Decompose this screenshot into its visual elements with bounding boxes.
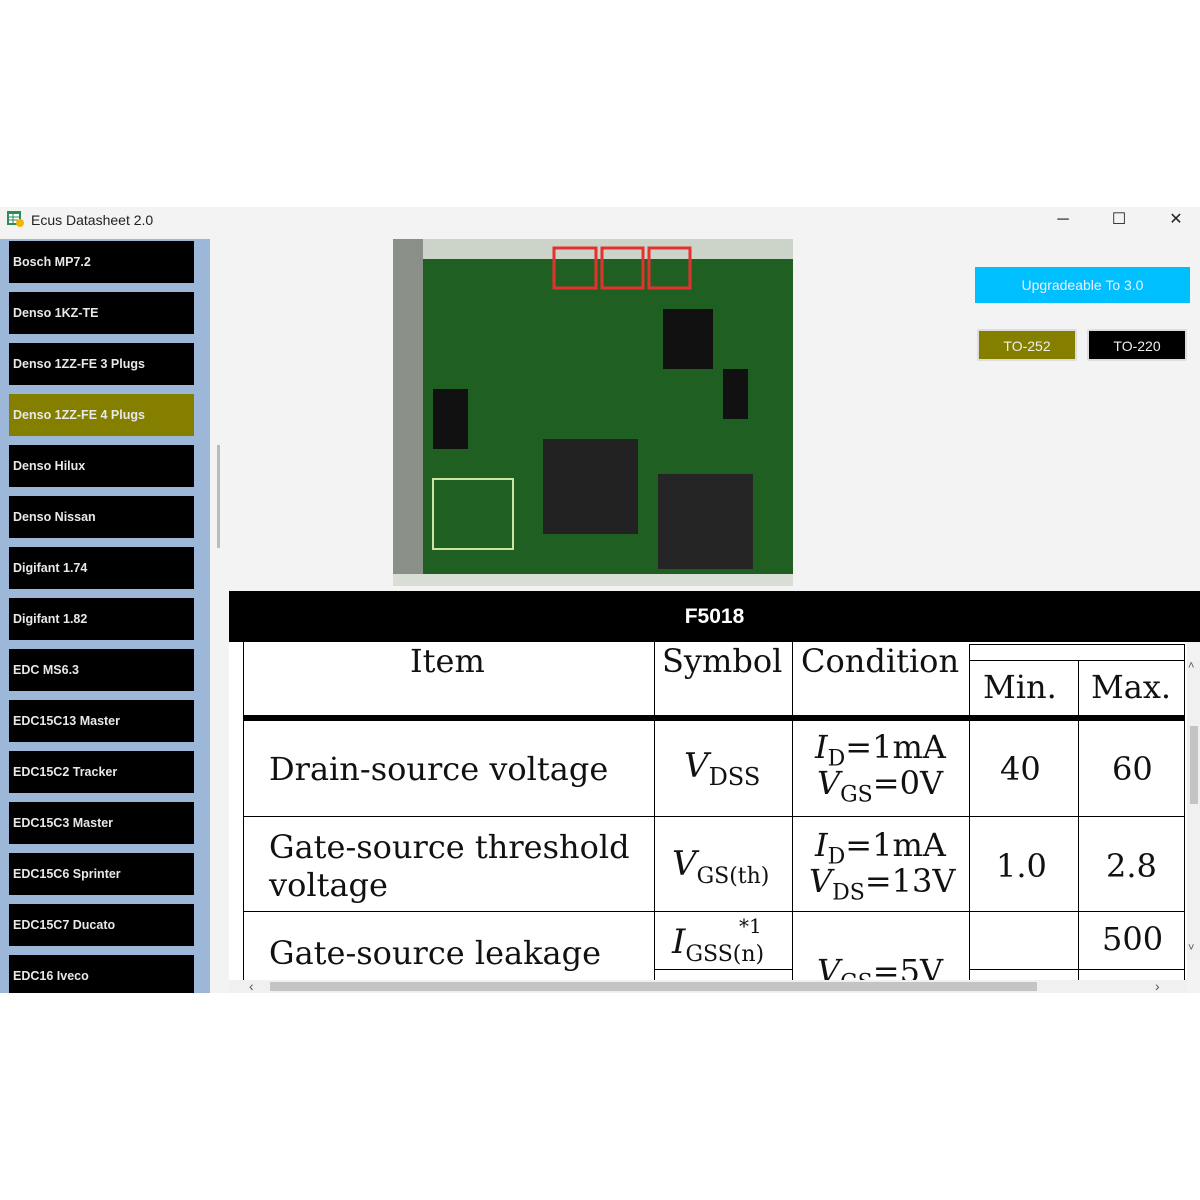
window-title: Ecus Datasheet 2.0 [31,212,154,228]
sidebar-item[interactable]: EDC15C3 Master [9,802,194,844]
header-condition: Condition [801,642,960,680]
sidebar-item[interactable]: Denso 1KZ-TE [9,292,194,334]
to-220-button[interactable]: TO-220 [1087,329,1187,361]
table-vertical-scrollbar[interactable]: ˄ ˅ [1187,660,1200,960]
row2-min: 1.0 [996,847,1047,885]
row1-condition-2: VGS=0V [817,764,944,808]
sidebar-item[interactable]: Denso Nissan [9,496,194,538]
scroll-down-icon[interactable]: ˅ [1188,942,1195,954]
scroll-left-icon[interactable]: ‹ [249,978,254,994]
sidebar-scrollbar-thumb[interactable] [217,445,220,548]
row2-symbol: VGS(th) [672,844,770,889]
row1-min: 40 [1000,750,1041,788]
row3-item: Gate-source leakage [269,934,602,972]
sidebar-item[interactable]: Denso 1ZZ-FE 3 Plugs [9,343,194,385]
minimize-button[interactable]: ─ [1057,211,1069,228]
sidebar-item[interactable]: EDC15C2 Tracker [9,751,194,793]
row3-condition: VGS=5V [817,952,944,980]
row1-symbol: VDSS [684,746,761,791]
row2-item-line2: voltage [269,866,388,904]
sidebar-item[interactable]: Denso 1ZZ-FE 4 Plugs [9,394,194,436]
part-number-header: F5018 [229,591,1200,642]
row1-item: Drain-source voltage [269,750,609,788]
sidebar-item[interactable]: EDC15C7 Ducato [9,904,194,946]
sidebar-item[interactable]: Bosch MP7.2 [9,241,194,283]
close-button[interactable]: ✕ [1169,211,1183,228]
row3-symbol: IGSS(n) [672,922,765,967]
table-horizontal-scrollbar[interactable]: ‹ › [229,978,1187,994]
sidebar-item[interactable]: Digifant 1.74 [9,547,194,589]
maximize-button[interactable]: ☐ [1111,211,1127,228]
datasheet-table: Item Symbol Condition Min. Max. Drain-so… [229,642,1187,980]
row2-condition-2: VDS=13V [809,862,956,906]
to-252-button[interactable]: TO-252 [977,329,1077,361]
row2-condition-1: ID=1mA [815,826,946,870]
scroll-up-icon[interactable]: ˄ [1188,660,1195,672]
ecu-board-image [393,239,793,586]
sidebar-item[interactable]: EDC MS6.3 [9,649,194,691]
sidebar-item[interactable]: EDC15C6 Sprinter [9,853,194,895]
header-symbol: Symbol [662,642,783,680]
header-max: Max. [1091,668,1172,706]
spreadsheet-app-icon [7,211,24,227]
header-min: Min. [983,668,1057,706]
row3-symbol-footnote: *1 [739,914,762,938]
sidebar-item[interactable]: Denso Hilux [9,445,194,487]
title-bar: Ecus Datasheet 2.0 ─ ☐ ✕ [0,207,1200,233]
upgrade-button[interactable]: Upgradeable To 3.0 [975,267,1190,303]
scroll-right-icon[interactable]: › [1155,978,1160,994]
sidebar-item[interactable]: EDC15C13 Master [9,700,194,742]
vertical-scroll-thumb[interactable] [1190,726,1198,804]
row2-item: Gate-source threshold [269,828,630,866]
row2-max: 2.8 [1106,847,1157,885]
sidebar-item[interactable]: Digifant 1.82 [9,598,194,640]
horizontal-scroll-thumb[interactable] [270,982,1037,991]
row3-max: 500 [1102,920,1164,958]
row1-condition-1: ID=1mA [815,728,946,772]
header-item: Item [410,642,485,680]
sidebar-item[interactable]: EDC16 Iveco [9,955,194,993]
row1-max: 60 [1112,750,1153,788]
